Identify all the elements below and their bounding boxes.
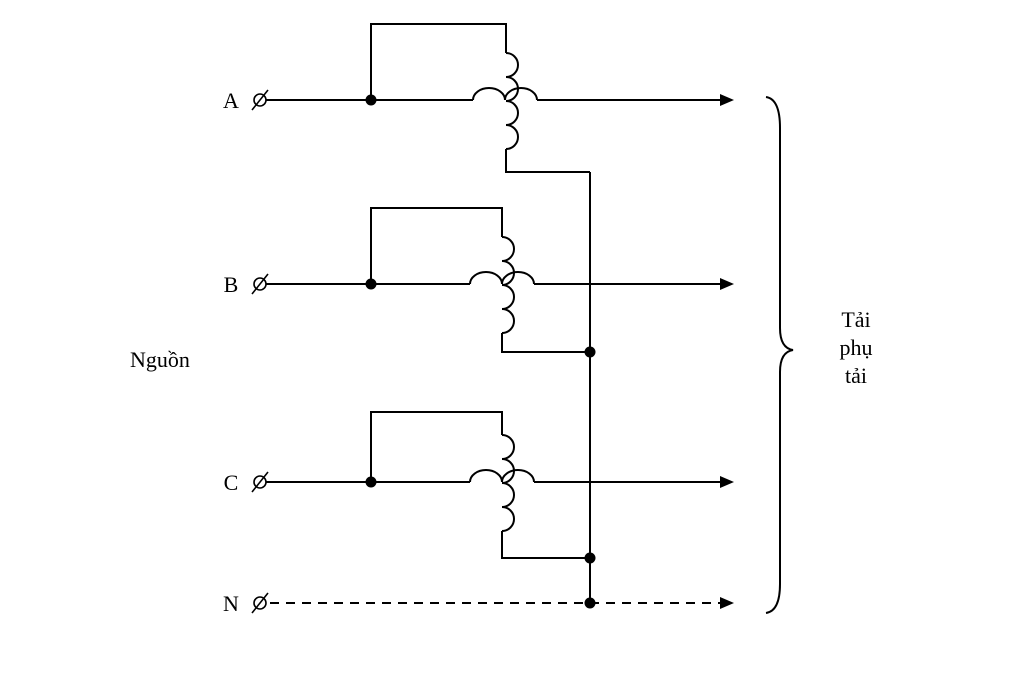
phase-a-potential-coil: [505, 52, 519, 150]
phase-a-loop-wire: [370, 23, 507, 100]
terminal-label-n: N: [223, 591, 239, 616]
load-label-line-1: Tải: [841, 307, 870, 332]
load-label-line-3: tải: [845, 363, 867, 388]
phase-a-arrow-icon: [720, 94, 734, 106]
phase-c-circuit: C: [224, 411, 734, 564]
load-label-line-2: phụ: [840, 335, 873, 360]
phase-c-current-coil: [469, 469, 535, 483]
terminal-a-icon: [251, 89, 269, 111]
phase-b-current-coil: [469, 271, 535, 285]
phase-b-circuit: B: [224, 207, 734, 358]
load-label: Tải phụ tải: [840, 307, 873, 388]
terminal-label-a: A: [223, 88, 239, 113]
phase-c-arrow-icon: [720, 476, 734, 488]
phase-a-current-coil: [472, 87, 538, 101]
phase-c-neutral-tap: [501, 531, 590, 559]
phase-a-neutral-tap: [505, 149, 590, 173]
source-label: Nguồn: [130, 347, 190, 372]
terminal-label-b: B: [224, 272, 239, 297]
neutral-arrow-icon: [720, 597, 734, 609]
phase-c-potential-coil: [501, 434, 515, 532]
phase-a-circuit: A: [223, 23, 734, 173]
phase-b-neutral-tap: [501, 333, 590, 353]
neutral-junction: [584, 597, 596, 609]
terminal-n-icon: [251, 592, 269, 614]
load-brace: [765, 96, 794, 614]
terminal-c-icon: [251, 471, 269, 493]
neutral-circuit: N: [223, 591, 734, 616]
terminal-b-icon: [251, 273, 269, 295]
phase-c-loop-wire: [370, 411, 503, 482]
terminal-label-c: C: [224, 470, 239, 495]
phase-b-arrow-icon: [720, 278, 734, 290]
phase-b-potential-coil: [501, 236, 515, 334]
phase-b-loop-wire: [370, 207, 503, 284]
